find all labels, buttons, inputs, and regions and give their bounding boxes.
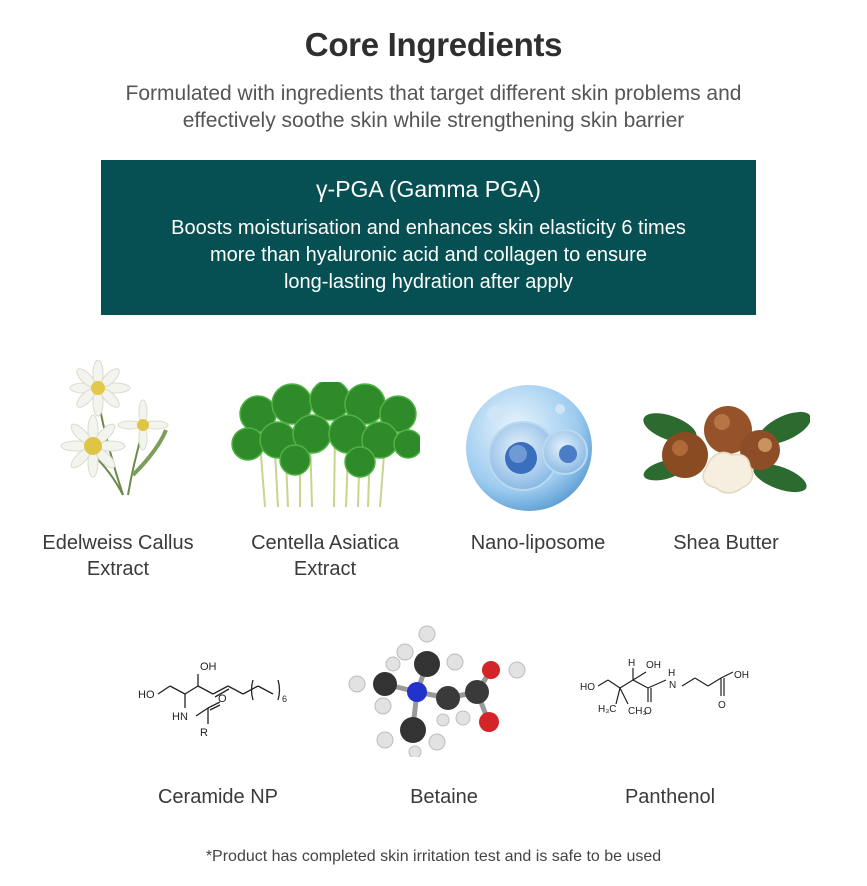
ceramide-hn-label: HN [172, 711, 188, 723]
highlight-box: γ-PGA (Gamma PGA) Boosts moisturisation … [101, 160, 756, 315]
label-ceramide-np: Ceramide NP [157, 786, 279, 808]
label-centella-line-2: Extract [293, 558, 357, 580]
subtitle-line-2: effectively soothe skin while strengthen… [182, 109, 685, 132]
liposome-image [466, 385, 592, 511]
label-edelweiss: Edelweiss Callus Extract [28, 530, 208, 582]
betaine-molecule-image [348, 625, 526, 757]
panthenol-nh-h-label: H [668, 668, 675, 679]
page-subtitle: Formulated with ingredients that target … [60, 80, 807, 134]
ceramide-ho-label: HO [138, 689, 155, 701]
panthenol-cooh-label: OH [734, 670, 749, 681]
ceramide-oh-label: OH [200, 661, 217, 673]
ceramide-structure-image: OH HO HN O R 6 [138, 661, 287, 739]
highlight-description: Boosts moisturisation and enhances skin … [101, 215, 756, 296]
centella-image [231, 382, 420, 507]
label-centella: Centella Asiatica Extract [234, 530, 416, 582]
panthenol-ho-label: HO [580, 682, 595, 693]
ceramide-o-label: O [218, 693, 227, 705]
highlight-line-1: Boosts moisturisation and enhances skin … [171, 217, 686, 239]
panthenol-h-label: H [628, 658, 635, 669]
label-edelweiss-line-2: Extract [86, 558, 150, 580]
subtitle-line-1: Formulated with ingredients that target … [125, 82, 742, 105]
label-shea-butter-line-1: Shea Butter [673, 532, 779, 554]
panthenol-h3c-label: H₃C [598, 704, 617, 715]
highlight-title: γ-PGA (Gamma PGA) [316, 176, 541, 202]
label-shea-butter: Shea Butter [640, 530, 812, 556]
panthenol-structure-image: H OH HO H N OH O O H₃C CH₃ [580, 658, 749, 717]
panthenol-n-label: N [669, 680, 676, 691]
page-title: Core Ingredients [304, 26, 563, 63]
panthenol-o1-label: O [644, 706, 652, 717]
label-betaine: Betaine [410, 786, 478, 808]
highlight-line-2: more than hyaluronic acid and collagen t… [210, 244, 647, 266]
panthenol-ch3-label: CH₃ [628, 706, 647, 717]
footnote: *Product has completed skin irritation t… [205, 848, 662, 865]
panthenol-oh-label: OH [646, 660, 661, 671]
label-edelweiss-line-1: Edelweiss Callus [42, 532, 194, 554]
label-nano-liposome-line-1: Nano-liposome [470, 532, 606, 554]
label-nano-liposome: Nano-liposome [448, 530, 628, 556]
edelweiss-image [60, 360, 169, 496]
label-panthenol: Panthenol [624, 786, 716, 808]
panthenol-o2-label: O [718, 700, 726, 711]
ceramide-subscript-label: 6 [282, 694, 287, 704]
label-centella-line-1: Centella Asiatica [251, 532, 399, 554]
highlight-line-3: long-lasting hydration after apply [283, 271, 574, 293]
ceramide-r-label: R [200, 727, 208, 739]
shea-butter-image [643, 406, 810, 494]
